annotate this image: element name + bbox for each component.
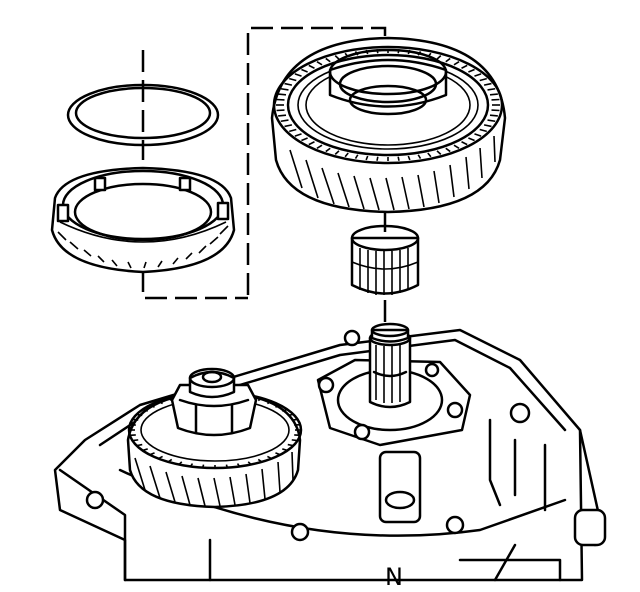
gear-tooth: [461, 141, 468, 146]
needle-bearing: [350, 224, 420, 295]
gear-tooth: [445, 57, 451, 63]
gear-tooth: [487, 87, 496, 91]
synchronizer-blocking-ring: [50, 166, 236, 274]
gear-tooth: [308, 64, 315, 69]
gear-tooth: [294, 73, 302, 77]
gear-tooth: [287, 413, 294, 417]
gear-tooth: [142, 448, 148, 452]
gear-tooth: [461, 64, 468, 69]
gear-tooth: [136, 443, 143, 447]
gear-tooth: [225, 464, 228, 468]
gear-tooth: [282, 408, 288, 412]
countershaft-gear: [126, 367, 303, 509]
gear-tooth: [168, 458, 173, 463]
gear-tooth: [278, 93, 287, 96]
gear-tooth: [468, 68, 475, 73]
gear-tooth: [376, 156, 379, 161]
gear-tooth: [158, 400, 163, 405]
gear-tooth: [334, 150, 340, 155]
gear-tooth: [280, 87, 289, 91]
gear-tooth: [267, 400, 272, 405]
gear-tooth: [278, 114, 287, 117]
gear-tooth: [301, 137, 308, 142]
gear-tooth: [289, 128, 297, 133]
gear-tooth: [427, 152, 432, 158]
gear-tooth: [158, 455, 163, 460]
gear-tooth: [190, 463, 194, 467]
gear-tooth: [483, 124, 492, 128]
gear-tooth: [291, 418, 298, 421]
gear-tooth: [479, 77, 487, 82]
gear-tooth: [267, 455, 272, 460]
gear-tooth: [275, 404, 281, 408]
gear-tooth: [132, 418, 139, 421]
gear-tooth: [436, 150, 442, 155]
helical-gear: [270, 36, 507, 214]
gear-tooth: [407, 155, 411, 161]
gear-tooth: [474, 133, 482, 137]
gear-tooth: [136, 413, 143, 417]
snap-ring: [66, 83, 220, 147]
gear-tooth: [247, 461, 252, 465]
gear-tooth: [445, 147, 451, 153]
gear-tooth: [275, 452, 281, 456]
gear-tooth: [487, 119, 496, 123]
gear-tooth: [453, 61, 460, 66]
gear-tooth: [308, 141, 315, 146]
gear-tooth: [365, 155, 369, 161]
gear-tooth: [202, 464, 205, 468]
gear-tooth: [325, 147, 331, 153]
gear-tooth: [436, 55, 442, 60]
gear-tooth: [178, 461, 183, 465]
gear-tooth: [284, 82, 293, 86]
gear-tooth: [344, 152, 349, 158]
gear-tooth: [284, 124, 293, 128]
gear-tooth: [453, 144, 460, 149]
gear-tooth: [294, 133, 302, 137]
gear-tooth: [468, 137, 475, 142]
gear-tooth: [397, 156, 400, 161]
gear-tooth: [289, 77, 297, 82]
gear-tooth: [149, 452, 155, 456]
mainshaft: [368, 322, 412, 409]
gear-tooth: [257, 458, 262, 463]
gear-tooth: [474, 73, 482, 77]
gear-tooth: [316, 144, 323, 149]
gear-tooth: [479, 128, 487, 133]
gear-tooth: [417, 154, 422, 160]
gear-tooth: [142, 408, 148, 412]
gear-tooth: [334, 55, 340, 60]
gear-tooth: [325, 57, 331, 63]
gear-tooth: [280, 119, 289, 123]
gear-tooth: [287, 443, 294, 447]
gear-tooth: [257, 397, 262, 402]
gear-tooth: [489, 93, 498, 96]
gear-tooth: [301, 68, 308, 73]
gear-tooth: [282, 448, 288, 452]
gear-tooth: [316, 61, 323, 66]
gear-tooth: [236, 463, 240, 467]
gear-tooth: [483, 82, 492, 86]
gear-tooth: [132, 439, 139, 442]
callout-label: N: [385, 563, 403, 591]
gear-tooth: [149, 404, 155, 408]
gear-tooth: [489, 114, 498, 117]
gear-tooth: [354, 154, 359, 160]
gear-tooth: [291, 439, 298, 442]
